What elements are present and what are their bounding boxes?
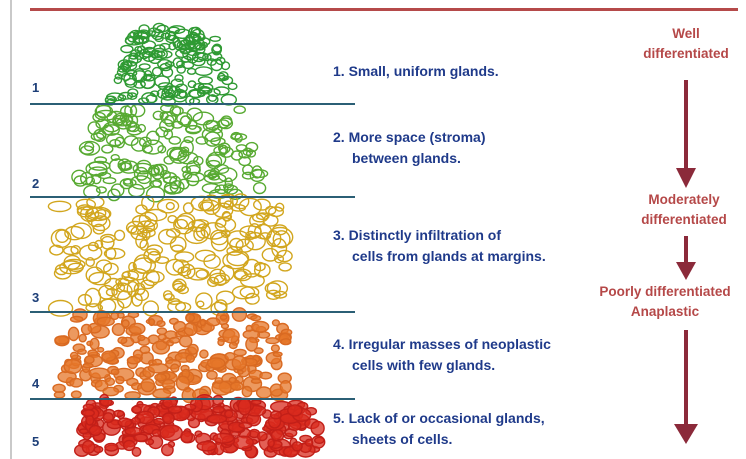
level-description-2-line2: between glands. [333, 148, 486, 169]
level-description-1: 1. Small, uniform glands. [333, 61, 499, 82]
gland-clusters [48, 23, 324, 457]
differentiation-arrows [674, 80, 698, 444]
gland-band [72, 104, 268, 202]
arrow-head-1 [676, 168, 696, 188]
grade-well-line2: differentiated [643, 46, 729, 61]
level-description-2-line1: 2. More space (stroma) [333, 129, 486, 145]
level-description-5: 5. Lack of or occasional glands, sheets … [333, 408, 545, 450]
level-line-4 [30, 398, 355, 400]
level-number-5: 5 [32, 434, 39, 449]
level-number-2: 2 [32, 176, 39, 191]
level-description-4-line2: cells with few glands. [333, 355, 551, 376]
grade-moderately-line2: differentiated [641, 212, 727, 227]
grade-poorly-line1: Poorly differentiated [599, 284, 730, 299]
level-line-1 [30, 103, 355, 105]
level-description-4: 4. Irregular masses of neoplastic cells … [333, 334, 551, 376]
grade-poorly-line2: Anaplastic [631, 304, 699, 319]
arrow-head-3 [674, 424, 698, 444]
arrow-head-2 [676, 262, 696, 280]
grade-moderately-line1: Moderately [648, 192, 719, 207]
gland-band [53, 308, 292, 403]
level-description-3-line1: 3. Distinctly infiltration of [333, 227, 501, 243]
gland-band [48, 194, 292, 316]
gland-band [106, 23, 237, 106]
level-line-3 [30, 311, 355, 313]
level-number-1: 1 [32, 80, 39, 95]
level-description-3-line2: cells from glands at margins. [333, 246, 546, 267]
level-description-5-line1: 5. Lack of or occasional glands, [333, 410, 545, 426]
level-description-2: 2. More space (stroma) between glands. [333, 127, 486, 169]
level-number-4: 4 [32, 376, 39, 391]
level-number-3: 3 [32, 290, 39, 305]
level-description-4-line1: 4. Irregular masses of neoplastic [333, 336, 551, 352]
level-description-5-line2: sheets of cells. [333, 429, 545, 450]
level-line-2 [30, 196, 355, 198]
level-description-1-line1: 1. Small, uniform glands. [333, 63, 499, 79]
level-description-3: 3. Distinctly infiltration of cells from… [333, 225, 546, 267]
grade-label-poorly: Poorly differentiated Anaplastic [584, 282, 746, 322]
grade-well-line1: Well [672, 26, 700, 41]
gland-band [75, 394, 325, 457]
grade-label-well: Well differentiated [624, 24, 746, 64]
grade-label-moderately: Moderately differentiated [622, 190, 746, 230]
